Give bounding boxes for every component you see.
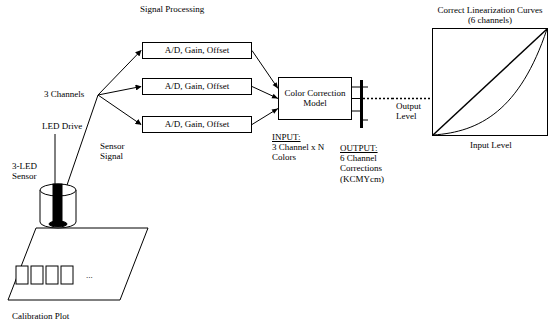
channel-fan — [55, 51, 141, 189]
connector-segment — [352, 98, 360, 99]
note-label: Input Level — [470, 140, 512, 150]
connector-segment — [252, 87, 278, 99]
note-label: Calibration Plot — [12, 311, 69, 321]
note-label: LED Drive — [42, 121, 82, 131]
note-label: Output Level — [396, 101, 428, 122]
note-label: 3 Channel x N Colors — [272, 142, 332, 163]
linearization-curves — [433, 29, 547, 135]
note-label: OUTPUT: — [340, 143, 378, 153]
note-label: ... — [86, 270, 93, 280]
led-sensor — [40, 184, 76, 228]
connector-segment — [392, 98, 432, 100]
connector — [252, 51, 278, 89]
diagram-title: Signal Processing — [140, 4, 204, 14]
process-box: A/D, Gain, Offset — [142, 116, 252, 133]
graph-frame: Correct Linearization Curves (6 channels… — [432, 28, 548, 136]
box-label: Color Correction Model — [279, 89, 351, 109]
connector-segment — [252, 109, 278, 125]
calibration-plot — [8, 228, 148, 300]
connector — [352, 98, 432, 99]
note-label: Sensor Signal — [100, 141, 140, 162]
connector-segment — [252, 51, 278, 89]
connector — [252, 109, 278, 125]
box-label: A/D, Gain, Offset — [165, 46, 229, 56]
box-label: A/D, Gain, Offset — [165, 120, 229, 130]
connector — [252, 87, 278, 99]
note-label: 3 Channels — [44, 89, 84, 99]
note-label: INPUT: — [272, 132, 301, 142]
note-label: 6 Channel Corrections (KCMYcm) — [340, 153, 406, 184]
process-box: A/D, Gain, Offset — [142, 78, 252, 95]
process-box: A/D, Gain, Offset — [142, 42, 252, 59]
note-label: 3-LED Sensor — [12, 161, 42, 182]
process-box: Color Correction Model — [278, 77, 352, 120]
connector-segment — [363, 98, 392, 100]
box-label: A/D, Gain, Offset — [165, 82, 229, 92]
graph-title: Correct Linearization Curves (6 channels… — [433, 6, 547, 26]
